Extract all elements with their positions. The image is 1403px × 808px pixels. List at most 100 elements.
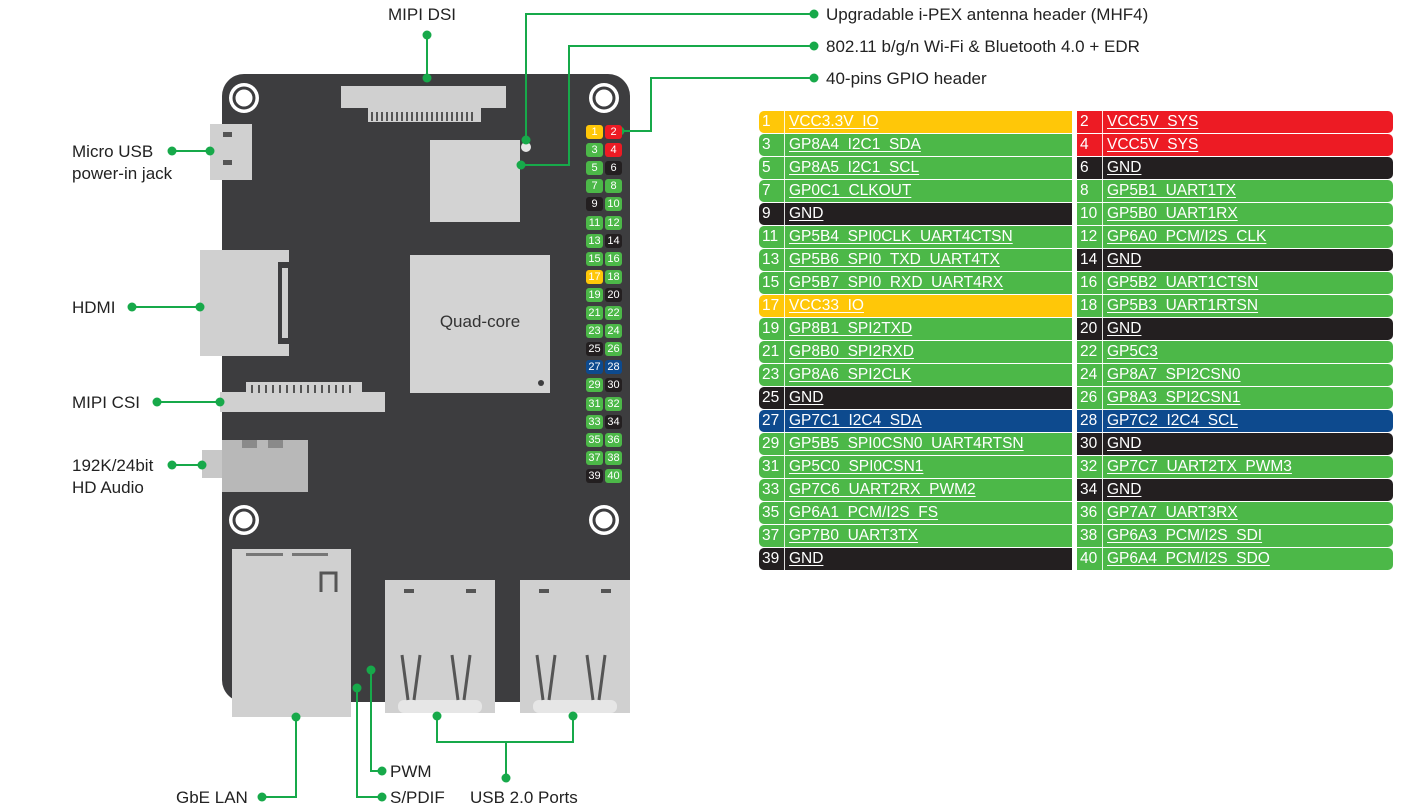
pin-number: 26	[1077, 387, 1103, 409]
pin-number: 4	[1077, 134, 1103, 156]
lan-connector	[232, 549, 351, 717]
pin-name: GND	[1107, 435, 1142, 452]
pin-name: GP5B1_UART1TX	[1107, 182, 1236, 199]
ipex-header	[521, 142, 531, 152]
pin-name: GP5B4_SPI0CLK_UART4CTSN	[789, 228, 1013, 245]
pin-number: 28	[1077, 410, 1103, 432]
pin-name: GP8A5_I2C1_SCL	[789, 159, 920, 176]
header-pin: 20	[605, 287, 622, 302]
header-pin: 28	[605, 360, 622, 375]
pin-name: GP7B0_UART3TX	[789, 527, 918, 544]
header-pin: 38	[605, 450, 622, 465]
header-pin: 9	[586, 197, 603, 212]
pin-number: 27	[759, 410, 785, 432]
header-pin: 24	[605, 324, 622, 339]
pin-number: 21	[759, 341, 785, 363]
pin-number: 13	[759, 249, 785, 271]
label-mipi-csi: MIPI CSI	[72, 393, 141, 412]
header-pin: 26	[605, 342, 622, 357]
pin-number: 29	[759, 433, 785, 455]
header-pin: 14	[605, 233, 622, 248]
header-pin: 25	[586, 342, 603, 357]
pin-number: 40	[1077, 548, 1103, 570]
header-pin: 40	[605, 468, 622, 483]
pin-name: GND	[1107, 481, 1142, 498]
pin-number: 25	[759, 387, 785, 409]
callout-dots	[127, 9, 819, 802]
pin-name: VCC33_IO	[789, 297, 864, 314]
header-pin: 1	[586, 125, 603, 139]
usb-port-right	[520, 580, 630, 713]
label-gbe-lan: GbE LAN	[176, 788, 248, 807]
header-pin: 4	[605, 143, 622, 158]
pin-name: VCC3.3V_IO	[789, 113, 879, 130]
wifi-module	[430, 140, 520, 222]
header-pin: 17	[586, 269, 603, 284]
pin-name: GP7C2_I2C4_SCL	[1107, 412, 1238, 429]
pin-number: 7	[759, 180, 785, 202]
header-pin: 5	[586, 161, 603, 176]
pin-name: GND	[789, 389, 824, 406]
label-micro-usb: Micro USB	[72, 142, 154, 161]
header-pin: 2	[605, 125, 622, 139]
label-ipex: Upgradable i-PEX antenna header (MHF4)	[826, 5, 1149, 24]
pin-number: 37	[759, 525, 785, 547]
pin-name: GP5C0_SPI0CSN1	[789, 458, 924, 475]
pin-number: 36	[1077, 502, 1103, 524]
header-pin: 33	[586, 414, 603, 429]
header-pin: 35	[586, 432, 603, 447]
pin-number: 39	[759, 548, 785, 570]
pin-number: 20	[1077, 318, 1103, 340]
label-pwm: PWM	[390, 762, 432, 781]
pin-name: GND	[1107, 159, 1142, 176]
mipi-csi-connector	[220, 382, 385, 412]
pin-number: 18	[1077, 295, 1103, 317]
header-pin: 8	[605, 179, 622, 194]
pin-number: 33	[759, 479, 785, 501]
pin-number: 23	[759, 364, 785, 386]
label-micro-usb-2: power-in jack	[72, 164, 173, 183]
header-pin: 29	[586, 378, 603, 393]
header-pin: 11	[586, 215, 603, 230]
pin-name: GP5B6_SPI0_TXD_UART4TX	[789, 251, 1000, 268]
pin-name: GND	[1107, 251, 1142, 268]
pin-name: VCC5V_SYS	[1107, 113, 1199, 130]
header-pin: 15	[586, 251, 603, 266]
pin-name: GP8A3_SPI2CSN1	[1107, 389, 1241, 406]
pin-number: 38	[1077, 525, 1103, 547]
pin-number: 17	[759, 295, 785, 317]
pin-name: GND	[789, 205, 824, 222]
pin-number: 31	[759, 456, 785, 478]
pin-name: GP7C1_I2C4_SDA	[789, 412, 922, 429]
pin-number: 9	[759, 203, 785, 225]
header-pin: 22	[605, 306, 622, 320]
header-pin: 16	[605, 251, 622, 266]
mount-hole-tr	[589, 83, 619, 113]
mipi-dsi-connector	[341, 86, 506, 122]
pin-number: 24	[1077, 364, 1103, 386]
